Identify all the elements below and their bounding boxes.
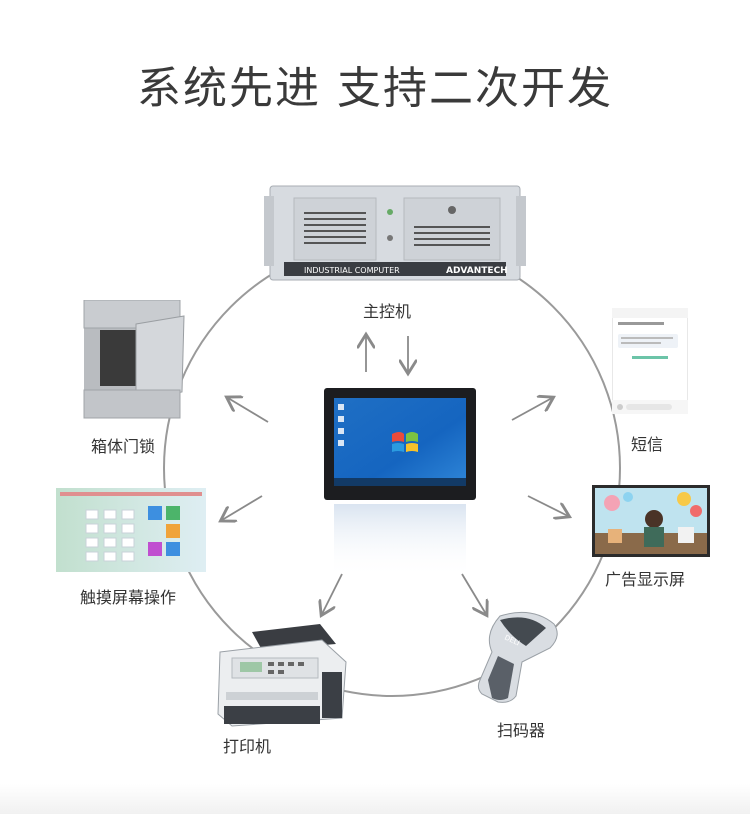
arrow-to-sms xyxy=(511,398,552,421)
arrow-to-touch xyxy=(222,495,263,520)
label-ad: 广告显示屏 xyxy=(605,570,686,589)
label-host: 主控机 xyxy=(363,302,412,321)
host-computer: INDUSTRIAL COMPUTER ADVANTECH xyxy=(264,185,526,281)
arrow-to-printer xyxy=(322,573,343,614)
printer xyxy=(217,624,347,727)
arrow-to-scanner xyxy=(461,573,486,614)
ad-display-screen xyxy=(592,485,710,557)
locker-door xyxy=(83,300,185,419)
label-lock: 箱体门锁 xyxy=(91,437,156,456)
label-printer: 打印机 xyxy=(223,737,272,756)
sms-phone-screen xyxy=(612,308,688,414)
page-title: 系统先进 支持二次开发 xyxy=(137,63,613,114)
windows-logo-icon xyxy=(392,432,418,452)
label-scanner: 扫码器 xyxy=(497,721,546,740)
bottom-fade xyxy=(0,784,750,814)
touch-screen-ui xyxy=(56,488,206,572)
arrow-to-ad xyxy=(527,495,568,516)
label-sms: 短信 xyxy=(631,435,664,454)
arrow-to-lock xyxy=(228,398,269,423)
label-touch: 触摸屏幕操作 xyxy=(80,588,177,607)
host-plate-text: INDUSTRIAL COMPUTER xyxy=(304,266,400,275)
barcode-scanner: DELI xyxy=(477,611,558,703)
touch-panel-computer xyxy=(324,388,476,578)
host-brand-text: ADVANTECH xyxy=(446,266,508,276)
